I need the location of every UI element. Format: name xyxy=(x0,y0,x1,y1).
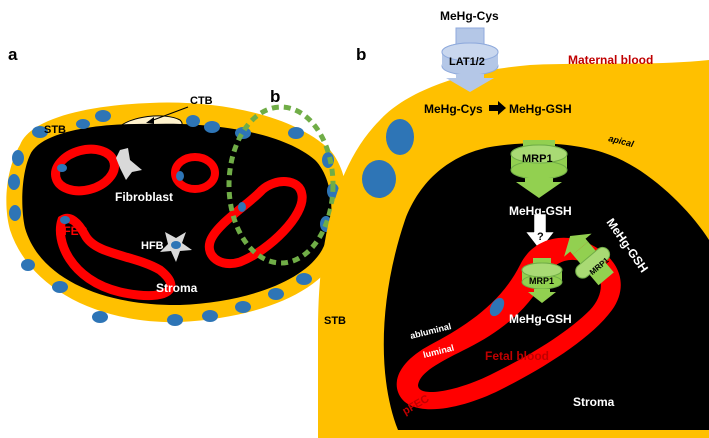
panel-b-mrp1-abluminal-transporter xyxy=(564,233,614,286)
panel-a-inset-label: b xyxy=(270,87,280,106)
panel-b-mrp1-top-label: MRP1 xyxy=(522,153,553,165)
panel-a-hfb-label: HFB xyxy=(141,240,164,252)
panel-b-mehg-cys-mid-label: MeHg-Cys xyxy=(424,102,483,116)
panel-a-stroma-label: Stroma xyxy=(156,281,198,295)
panel-a-fetal-capillaries xyxy=(51,144,307,301)
panel-b-mehg-gsh-mid-label: MeHg-GSH xyxy=(509,102,572,116)
panel-b-label: b xyxy=(356,45,366,64)
panel-b-stb-nuclei xyxy=(362,119,414,198)
panel-a-ctb-label: CTB xyxy=(190,95,213,107)
panel-b-stroma-label: Stroma xyxy=(573,395,615,409)
panel-b-stb-label: STB xyxy=(324,315,346,327)
panel-a-fibroblast-cell xyxy=(116,148,142,180)
panel-b-endothelial-nucleus xyxy=(489,297,505,317)
panel-a-fibroblast-label: Fibroblast xyxy=(115,190,173,204)
panel-b-lat-transporter xyxy=(441,27,499,92)
panel-a-stb-label: STB xyxy=(44,124,66,136)
panel-a: a xyxy=(6,45,348,326)
panel-b: b xyxy=(318,9,709,438)
panel-a-hofbauer-cell xyxy=(160,232,192,262)
panel-a-ctb-arrowhead xyxy=(146,117,154,124)
panel-b-lat-label: LAT1/2 xyxy=(449,56,485,68)
panel-b-mehg-cys-top-label: MeHg-Cys xyxy=(440,9,499,23)
panel-b-maternal-blood-label: Maternal blood xyxy=(568,53,653,67)
panel-b-mrp1-luminal-transporter xyxy=(521,258,563,303)
panel-b-mrp1-basal-transporter xyxy=(510,140,568,198)
panel-b-question-label: ? xyxy=(537,231,544,243)
panel-a-ctb-pointer xyxy=(147,106,189,123)
panel-a-label: a xyxy=(8,45,18,64)
panel-a-pfec-label: pFEC xyxy=(56,224,88,238)
panel-a-inset-outline xyxy=(226,104,336,266)
panel-b-fetal-lumen xyxy=(418,259,601,393)
panel-b-fetal-blood-label: Fetal blood xyxy=(485,349,549,363)
panel-b-conversion-arrow xyxy=(489,101,506,115)
panel-b-mehg-gsh-center-label: MeHg-GSH xyxy=(509,204,572,218)
panel-b-mrp1-inner-label: MRP1 xyxy=(529,276,554,286)
panel-b-mehg-gsh-bottom-label: MeHg-GSH xyxy=(509,312,572,326)
